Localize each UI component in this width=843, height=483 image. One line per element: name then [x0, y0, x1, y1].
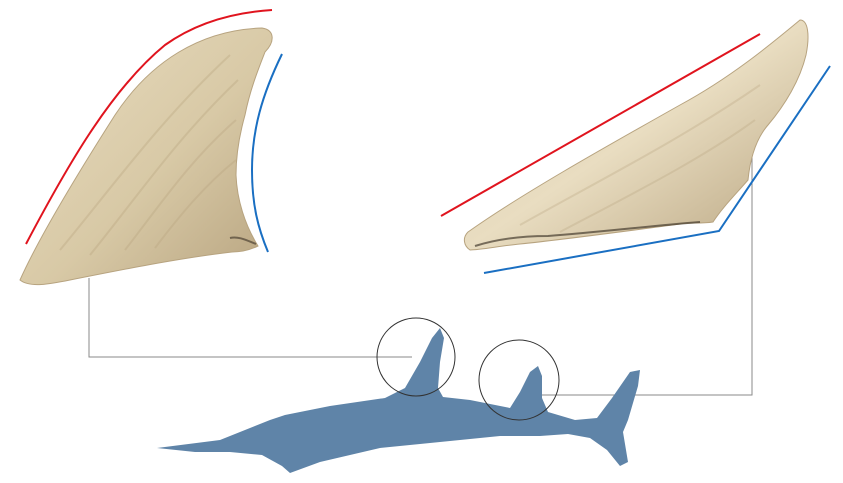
first-dorsal-trailing-edge-line: [252, 54, 282, 252]
second-dorsal-fin-photo: [464, 20, 808, 250]
first-dorsal-fin-shape: [20, 28, 272, 285]
shark-silhouette: [157, 328, 640, 473]
second-dorsal-fin-shape: [464, 20, 808, 250]
connector-line-first-dorsal: [89, 278, 412, 357]
first-dorsal-fin-photo: [20, 28, 272, 285]
